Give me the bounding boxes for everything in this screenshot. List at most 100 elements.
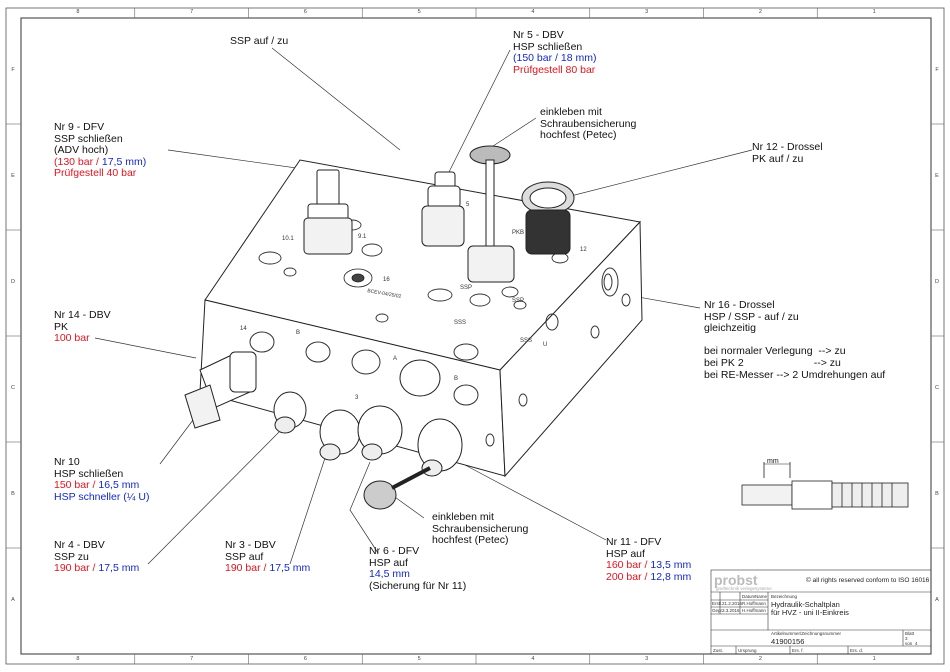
port-mark-u: U — [543, 342, 548, 348]
nr14-function: PK — [54, 320, 69, 333]
nr11-length-1: 13,5 mm — [650, 559, 692, 572]
von-label: von — [905, 641, 913, 646]
port-mark-10-1: 10.1 — [282, 236, 294, 242]
nr5-function: HSP schließen — [513, 40, 583, 53]
von-value: 4 — [915, 641, 918, 646]
label-ssp-auf-zu: SSP auf / zu — [230, 35, 289, 47]
label-nr12: Nr 12 - Drossel PK auf / zu — [752, 141, 823, 165]
zone-number-8: 8 — [76, 656, 80, 662]
zone-letter-F: F — [935, 67, 939, 73]
zone-letter-D: D — [11, 279, 15, 285]
block-side-face — [499, 220, 643, 478]
nr14-title: Nr 14 - DBV — [54, 309, 111, 321]
blatt-label: Blatt — [905, 631, 915, 636]
nr6-note: (Sicherung für Nr 11) — [369, 579, 467, 592]
nr5-test-pressure: Prüfgestell 80 bar — [513, 63, 596, 76]
port-mark-b2: B — [454, 376, 459, 382]
detail-cartridge — [741, 462, 909, 510]
copyright-notice: © all rights reserved conform to ISO 160… — [806, 577, 930, 584]
nr4-pressure: 190 bar / — [54, 562, 99, 575]
leader-nr10 — [159, 419, 194, 465]
nr16-rule-2: bei PK 2 --> zu — [704, 356, 841, 369]
fitting-nr3 — [319, 409, 361, 461]
nr4-length: 17,5 mm — [98, 562, 140, 575]
leader-ssp-auf-zu — [271, 47, 401, 151]
row-erstellt-label: Erstl. — [712, 601, 723, 606]
nr9-note: (ADV hoch) — [54, 144, 109, 157]
fitting-nr6 — [399, 359, 441, 397]
fitting-nr4 — [357, 405, 403, 461]
nr16-rule-1: bei normaler Verlegung --> zu — [704, 345, 846, 358]
nr3-pressure: 190 bar / — [225, 562, 270, 575]
nr12-function: PK auf / zu — [752, 152, 804, 165]
nr4-function: SSP zu — [54, 550, 89, 563]
label-nr10: Nr 10 HSP schließen 150 bar / 16,5 mm HS… — [54, 456, 150, 503]
leader-nr11 — [464, 464, 607, 541]
kleben-top-line2: Schraubensicherung — [540, 117, 637, 130]
kleben-top-line1: einkleben mit — [540, 106, 602, 118]
nr12-title: Nr 12 - Drossel — [752, 141, 823, 153]
port-mark-12: 12 — [580, 247, 587, 253]
port-mark-sss-2: SSS — [520, 338, 533, 344]
detail-dimension-label: mm — [767, 458, 779, 465]
fitting-nr9 — [303, 169, 353, 255]
nr10-note: HSP schneller (¼ U) — [54, 490, 150, 503]
port-mark-3: 3 — [355, 395, 359, 401]
leader-kleben-top — [489, 117, 537, 149]
label-nr16: Nr 16 - Drossel HSP / SSP - auf / zu gle… — [704, 299, 885, 381]
nr10-length: 16,5 mm — [98, 479, 140, 492]
nr11-length-2: 12,8 mm — [650, 570, 692, 583]
zone-number-7: 7 — [190, 656, 194, 662]
kleben-bottom-line1: einkleben mit — [432, 511, 494, 523]
label-nr14: Nr 14 - DBV PK 100 bar — [54, 309, 111, 345]
zone-number-4: 4 — [531, 9, 535, 15]
nr14-pressure: 100 bar — [54, 332, 90, 345]
leader-nr5 — [445, 49, 511, 179]
nr11-pressure-2: 200 bar / — [606, 570, 651, 583]
port-mark-9-1: 9.1 — [358, 234, 367, 240]
nr9-pressure: (130 bar / — [54, 155, 102, 168]
zone-letter-E: E — [11, 173, 15, 179]
port-mark-a: A — [393, 356, 398, 362]
zone-letter-B: B — [935, 491, 939, 497]
zustand-label: Zust. — [713, 648, 724, 653]
nr5-setting: (150 bar / 18 mm) — [513, 52, 597, 65]
nr6-function: HSP auf — [369, 556, 408, 569]
zone-letter-A: A — [11, 597, 15, 603]
nr6-length: 14,5 mm — [369, 568, 410, 581]
company-logo: probst — [714, 572, 758, 588]
drawing-title-2: für HVZ - uni II-Einkreis — [771, 608, 849, 617]
zone-number-8: 8 — [76, 9, 80, 15]
valve-block — [199, 159, 643, 478]
zone-letter-C: C — [935, 385, 939, 391]
leader-kleben-bottom — [391, 494, 425, 519]
nr9-title: Nr 9 - DFV — [54, 121, 105, 133]
zone-letter-F: F — [11, 67, 15, 73]
zone-letter-C: C — [11, 385, 15, 391]
fitting-nr5 — [421, 171, 465, 247]
leader-nr3 — [289, 451, 328, 565]
label-nr6: Nr 6 - DFV HSP auf 14,5 mm (Sicherung fü… — [369, 545, 467, 592]
port-mark-ssp-1: SSP — [460, 285, 473, 291]
zone-letter-D: D — [935, 279, 939, 285]
port-mark-5: 5 — [466, 202, 470, 208]
fitting-knob-bottom — [363, 466, 431, 510]
zone-number-7: 7 — [190, 9, 194, 15]
zone-number-3: 3 — [645, 656, 649, 662]
zone-number-3: 3 — [645, 9, 649, 15]
label-kleben-bottom: einkleben mit Schraubensicherung hochfes… — [432, 511, 528, 547]
port-mark-pkb: PKB — [512, 230, 525, 236]
name-label: Name — [755, 594, 768, 599]
row-erstellt-date: 21.2.2016 — [722, 601, 743, 606]
label-nr4: Nr 4 - DBV SSP zu 190 bar / 17,5 mm — [54, 539, 140, 575]
bezeichnung-label: Bezeichnung — [771, 594, 798, 599]
nr16-note: gleichzeitig — [704, 322, 756, 335]
zone-number-1: 1 — [872, 656, 876, 662]
label-nr11: Nr 11 - DFV HSP auf 160 bar / 13,5 mm 20… — [606, 536, 692, 583]
leader-nr12 — [554, 149, 753, 201]
datum-label: Datum — [742, 594, 756, 599]
row-geprueft-label: Gepr. — [712, 608, 724, 613]
fitting-knob-top — [467, 145, 515, 283]
leader-nr14 — [94, 337, 197, 359]
port-mark-ssp-2: SSP — [512, 298, 525, 304]
